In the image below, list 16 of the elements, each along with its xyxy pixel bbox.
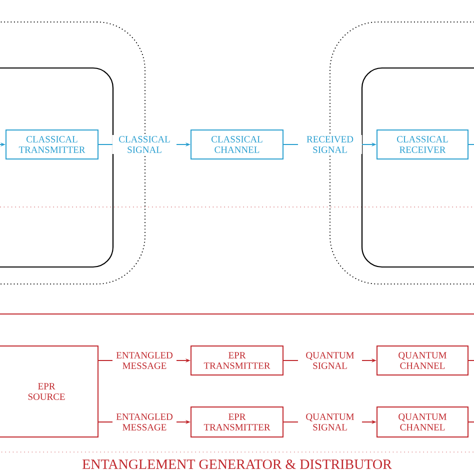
process-box: QUANTUM CHANNEL [376,406,468,438]
process-box: CLASSICAL CHANNEL [190,130,284,160]
process-box: EPR TRANSMITTER [190,406,284,438]
process-box: CLASSICAL RECEIVER [376,130,468,160]
edge-label: RECEIVED SIGNAL [298,135,362,154]
edge-label: CLASSICAL SIGNAL [112,135,176,154]
edge-label: ENTANGLED MESSAGE [112,412,176,432]
edge-label: ENTANGLED MESSAGE [112,351,176,370]
rounded-box [0,67,114,268]
process-box: QUANTUM CHANNEL [376,346,468,376]
process-box: EPR SOURCE [0,346,98,438]
process-box: EPR TRANSMITTER [190,346,284,376]
edge-label: QUANTUM SIGNAL [298,351,362,370]
edge-label: QUANTUM SIGNAL [298,412,362,432]
rounded-box [361,67,474,268]
process-box: CLASSICAL TRANSMITTER [6,130,98,160]
